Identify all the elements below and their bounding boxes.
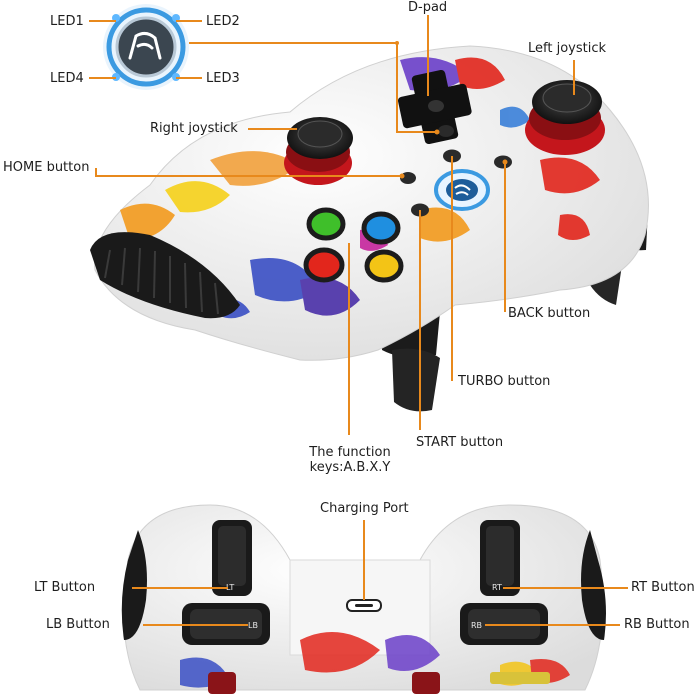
- label-lt-button: LT Button: [34, 580, 96, 595]
- label-rb-button: RB Button: [624, 617, 690, 632]
- label-led4: LED4: [50, 71, 84, 86]
- label-function-keys-line2: keys:A.B.X.Y: [309, 460, 391, 475]
- face-button-yellow[interactable]: [364, 249, 404, 283]
- label-back-button: BACK button: [508, 306, 591, 321]
- label-led1: LED1: [50, 14, 84, 29]
- face-button-green[interactable]: [306, 207, 346, 241]
- lt-trigger-top: [392, 348, 440, 412]
- label-left-joystick: Left joystick: [528, 41, 607, 56]
- center-logo-button[interactable]: [434, 169, 490, 211]
- label-led3: LED3: [206, 71, 240, 86]
- label-rt-button: RT Button: [631, 580, 695, 595]
- callout-endpoints: [395, 41, 508, 179]
- callout-lines: [89, 15, 628, 626]
- label-function-keys-line1: The function: [309, 445, 391, 460]
- label-start-button: START button: [416, 435, 504, 450]
- label-home-button: HOME button: [3, 160, 90, 175]
- led-indicator-badge: [103, 4, 189, 90]
- rb-bumper-mark: RB: [471, 621, 482, 630]
- label-lb-button: LB Button: [46, 617, 110, 632]
- back-right-grip: [581, 530, 606, 640]
- function-keys: [303, 207, 404, 283]
- lb-bumper-mark: LB: [248, 621, 258, 630]
- extra-button[interactable]: [438, 125, 454, 137]
- label-function-keys: The function keys:A.B.X.Y: [302, 445, 398, 475]
- label-charging-port: Charging Port: [320, 501, 409, 516]
- lt-trigger-mark: LT: [226, 583, 234, 592]
- brand-logo-icon: [128, 31, 162, 60]
- right-joystick[interactable]: [284, 117, 353, 185]
- callout-home: [95, 168, 402, 177]
- rt-trigger-mark: RT: [492, 583, 502, 592]
- label-right-joystick: Right joystick: [150, 121, 238, 136]
- callout-led-to-body: [189, 42, 437, 133]
- grip-ridges: [104, 247, 219, 315]
- left-joystick[interactable]: [525, 80, 605, 155]
- label-led2: LED2: [206, 14, 240, 29]
- back-joystick-stubs: [208, 672, 550, 694]
- face-button-red[interactable]: [303, 247, 345, 283]
- back-left-grip: [121, 530, 147, 640]
- label-turbo-button: TURBO button: [458, 374, 551, 389]
- controller-top-view: [90, 45, 649, 412]
- face-button-blue[interactable]: [361, 211, 401, 245]
- left-grip-texture: [90, 232, 240, 319]
- label-dpad: D-pad: [408, 0, 448, 15]
